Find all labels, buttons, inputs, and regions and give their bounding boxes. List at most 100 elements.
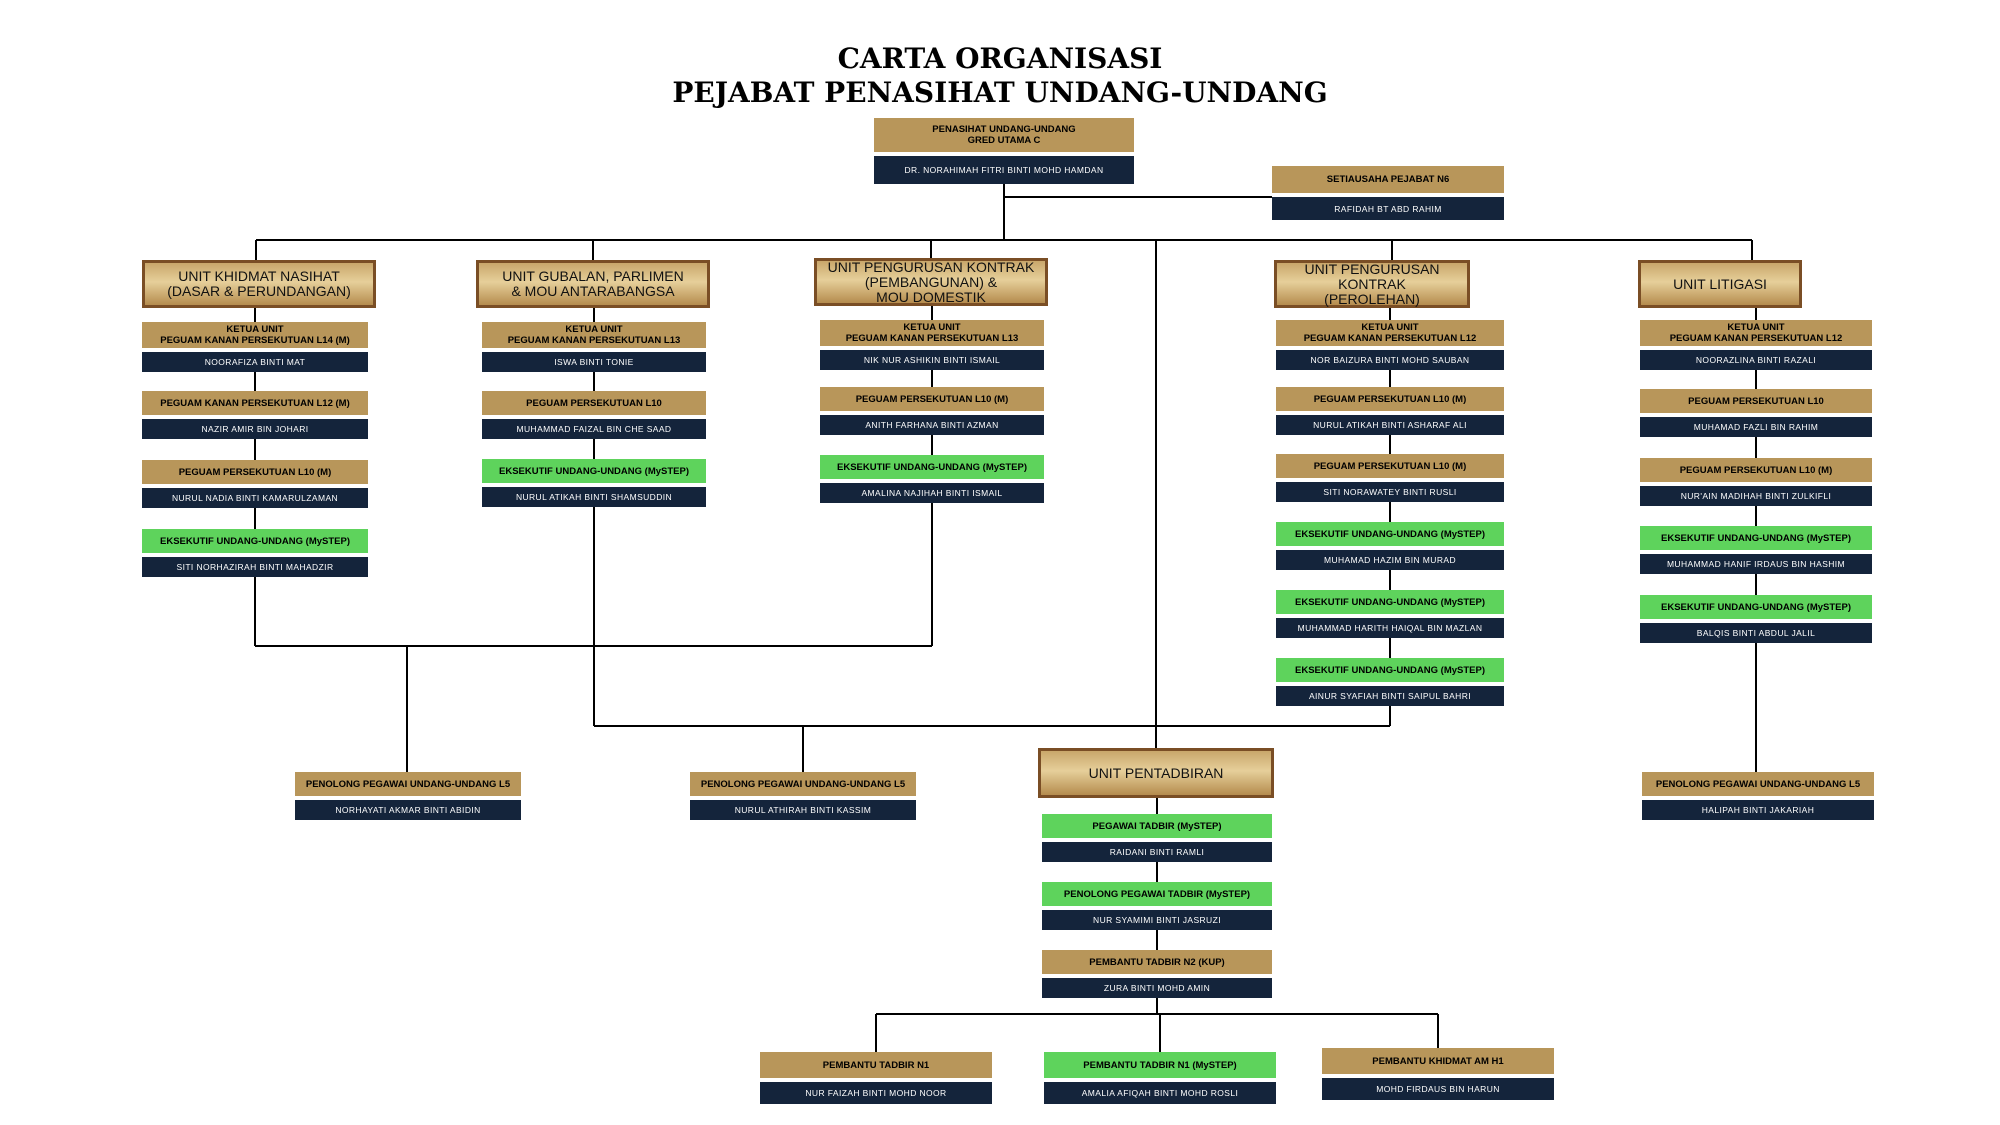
member-kontrak-perolehan-2: PEGUAM PERSEKUTUAN L10 (M) SITI NORAWATEY… xyxy=(1276,454,1504,502)
member-gubalan-parlimen-0-role-line: PEGUAM KANAN PERSEKUTUAN L13 xyxy=(507,335,681,346)
admin-bottom-1-name: AMALIA AFIQAH BINTI MOHD ROSLI xyxy=(1044,1082,1276,1104)
unit-kontrak-perolehan-header: UNIT PENGURUSAN KONTRAK(PEROLEHAN) xyxy=(1274,260,1470,308)
admin-bottom-2: PEMBANTU KHIDMAT AM H1 MOHD FIRDAUS BIN H… xyxy=(1322,1048,1554,1100)
member-litigasi-4-role: EKSEKUTIF UNDANG-UNDANG (MySTEP) xyxy=(1640,595,1872,619)
assistant-0: PENOLONG PEGAWAI UNDANG-UNDANG L5 NORHAYA… xyxy=(295,772,521,820)
member-litigasi-4-name: BALQIS BINTI ABDUL JALIL xyxy=(1640,623,1872,643)
member-kontrak-perolehan-5-role-line: EKSEKUTIF UNDANG-UNDANG (MySTEP) xyxy=(1295,664,1485,676)
admin-bottom-1-role: PEMBANTU TADBIR N1 (MySTEP) xyxy=(1044,1052,1276,1078)
member-kontrak-perolehan-0-name: NOR BAIZURA BINTI MOHD SAUBAN xyxy=(1276,350,1504,370)
member-litigasi-1-role-line: PEGUAM PERSEKUTUAN L10 xyxy=(1688,395,1824,407)
member-kontrak-perolehan-4-role: EKSEKUTIF UNDANG-UNDANG (MySTEP) xyxy=(1276,590,1504,614)
member-litigasi-0-name: NOORAZLINA BINTI RAZALI xyxy=(1640,350,1872,370)
unit-title-line: UNIT PENGURUSAN KONTRAK xyxy=(1304,260,1440,292)
member-gubalan-parlimen-1-role: PEGUAM PERSEKUTUAN L10 xyxy=(482,391,706,415)
assistant-2-name: HALIPAH BINTI JAKARIAH xyxy=(1642,800,1874,820)
member-litigasi-1-name: MUHAMAD FAZLI BIN RAHIM xyxy=(1640,417,1872,437)
member-kontrak-perolehan-0-role-line: KETUA UNIT xyxy=(1361,322,1419,333)
member-gubalan-parlimen-0-role-line: KETUA UNIT xyxy=(565,324,623,335)
member-kontrak-perolehan-3-role: EKSEKUTIF UNDANG-UNDANG (MySTEP) xyxy=(1276,522,1504,546)
member-gubalan-parlimen-1-name: MUHAMMAD FAIZAL BIN CHE SAAD xyxy=(482,419,706,439)
unit-pentadbiran-header: UNIT PENTADBIRAN xyxy=(1038,748,1274,798)
member-kontrak-perolehan-4-name: MUHAMMAD HARITH HAIQAL BIN MAZLAN xyxy=(1276,618,1504,638)
admin-member-0-name: RAIDANI BINTI RAMLI xyxy=(1042,842,1272,862)
member-litigasi-2-role: PEGUAM PERSEKUTUAN L10 (M) xyxy=(1640,458,1872,482)
member-kontrak-perolehan-4-role-line: EKSEKUTIF UNDANG-UNDANG (MySTEP) xyxy=(1295,596,1485,608)
member-kontrak-perolehan-5: EKSEKUTIF UNDANG-UNDANG (MySTEP) AINUR SY… xyxy=(1276,658,1504,706)
chart-title-line1: CARTA ORGANISASI xyxy=(837,42,1163,75)
admin-member-2-role: PEMBANTU TADBIR N2 (KUP) xyxy=(1042,950,1272,974)
member-khidmat-nasihat-0-role-line: KETUA UNIT xyxy=(226,324,284,335)
member-kontrak-pembangunan-2: EKSEKUTIF UNDANG-UNDANG (MySTEP)AMALINA … xyxy=(820,455,1044,503)
member-kontrak-pembangunan-0-role-line: PEGUAM KANAN PERSEKUTUAN L13 xyxy=(845,333,1019,344)
unit-title-line: UNIT GUBALAN, PARLIMEN xyxy=(502,268,684,284)
admin-bottom-0-name: NUR FAIZAH BINTI MOHD NOOR xyxy=(760,1082,992,1104)
assistant-1-name: NURUL ATHIRAH BINTI KASSIM xyxy=(690,800,916,820)
unit-gubalan-parlimen-header: UNIT GUBALAN, PARLIMEN& MOU ANTARABANGSA xyxy=(476,260,710,308)
member-khidmat-nasihat-3-role-line: EKSEKUTIF UNDANG-UNDANG (MySTEP) xyxy=(160,535,350,547)
admin-bottom-2-role: PEMBANTU KHIDMAT AM H1 xyxy=(1322,1048,1554,1074)
admin-bottom-0-role: PEMBANTU TADBIR N1 xyxy=(760,1052,992,1078)
unit-title-line: & MOU ANTARABANGSA xyxy=(511,283,675,299)
member-kontrak-pembangunan-1-name: ANITH FARHANA BINTI AZMAN xyxy=(820,415,1044,435)
member-khidmat-nasihat-2: PEGUAM PERSEKUTUAN L10 (M)NURUL NADIA BI… xyxy=(142,460,368,508)
member-litigasi-1-role: PEGUAM PERSEKUTUAN L10 xyxy=(1640,389,1872,413)
member-kontrak-pembangunan-0-role-line: KETUA UNIT xyxy=(903,322,961,333)
admin-bottom-0: PEMBANTU TADBIR N1 NUR FAIZAH BINTI MOHD … xyxy=(760,1052,992,1104)
member-kontrak-pembangunan-2-role-line: EKSEKUTIF UNDANG-UNDANG (MySTEP) xyxy=(837,461,1027,473)
admin-bottom-2-name: MOHD FIRDAUS BIN HARUN xyxy=(1322,1078,1554,1100)
member-gubalan-parlimen-2-name: NURUL ATIKAH BINTI SHAMSUDDIN xyxy=(482,487,706,507)
member-kontrak-pembangunan-0-name: NIK NUR ASHIKIN BINTI ISMAIL xyxy=(820,350,1044,370)
unit-title-line: UNIT PENGURUSAN KONTRAK xyxy=(827,258,1035,275)
member-kontrak-perolehan-3: EKSEKUTIF UNDANG-UNDANG (MySTEP) MUHAMAD … xyxy=(1276,522,1504,570)
unit-kontrak-pembangunan-header: UNIT PENGURUSAN KONTRAK(PEMBANGUNAN) &MO… xyxy=(814,258,1048,306)
member-litigasi-4: EKSEKUTIF UNDANG-UNDANG (MySTEP) BALQIS B… xyxy=(1640,595,1872,643)
member-kontrak-pembangunan-1: PEGUAM PERSEKUTUAN L10 (M) ANITH FARHANA … xyxy=(820,387,1044,435)
member-khidmat-nasihat-1-name: NAZIR AMIR BIN JOHARI xyxy=(142,419,368,439)
member-kontrak-perolehan-1: PEGUAM PERSEKUTUAN L10 (M)NURUL ATIKAH B… xyxy=(1276,387,1504,435)
member-gubalan-parlimen-2-role-line: EKSEKUTIF UNDANG-UNDANG (MySTEP) xyxy=(499,465,689,477)
member-kontrak-perolehan-2-role-line: PEGUAM PERSEKUTUAN L10 (M) xyxy=(1313,460,1467,472)
member-kontrak-perolehan-3-name: MUHAMAD HAZIM BIN MURAD xyxy=(1276,550,1504,570)
member-litigasi-2-role-line: PEGUAM PERSEKUTUAN L10 (M) xyxy=(1679,464,1833,476)
chart-title-line2: PEJABAT PENASIHAT UNDANG-UNDANG xyxy=(672,76,1328,109)
unit-khidmat-nasihat-header: UNIT KHIDMAT NASIHAT(DASAR & PERUNDANGAN… xyxy=(142,260,376,308)
member-kontrak-perolehan-4: EKSEKUTIF UNDANG-UNDANG (MySTEP) MUHAMMAD… xyxy=(1276,590,1504,638)
secretary-name: RAFIDAH BT ABD RAHIM xyxy=(1272,197,1504,220)
chart-title: CARTA ORGANISASI PEJABAT PENASIHAT UNDAN… xyxy=(0,42,2000,110)
member-gubalan-parlimen-2: EKSEKUTIF UNDANG-UNDANG (MySTEP) NURUL AT… xyxy=(482,459,706,507)
member-litigasi-0-role-line: KETUA UNIT xyxy=(1727,322,1785,333)
assistant-0-role: PENOLONG PEGAWAI UNDANG-UNDANG L5 xyxy=(295,772,521,796)
member-kontrak-pembangunan-1-role-line: PEGUAM PERSEKUTUAN L10 (M) xyxy=(855,393,1009,405)
unit-litigasi-header: UNIT LITIGASI xyxy=(1638,260,1802,308)
admin-member-2: PEMBANTU TADBIR N2 (KUP)ZURA BINTI MOHD … xyxy=(1042,950,1272,998)
member-kontrak-perolehan-1-role: PEGUAM PERSEKUTUAN L10 (M) xyxy=(1276,387,1504,411)
member-litigasi-3-name: MUHAMMAD HANIF IRDAUS BIN HASHIM xyxy=(1640,554,1872,574)
member-kontrak-perolehan-5-name: AINUR SYAFIAH BINTI SAIPUL BAHRI xyxy=(1276,686,1504,706)
member-khidmat-nasihat-2-name: NURUL NADIA BINTI KAMARULZAMAN xyxy=(142,488,368,508)
member-kontrak-perolehan-0-role-line: PEGUAM KANAN PERSEKUTUAN L12 xyxy=(1303,333,1477,344)
unit-title-line: (DASAR & PERUNDANGAN) xyxy=(167,283,351,299)
member-kontrak-perolehan-2-name: SITI NORAWATEY BINTI RUSLI xyxy=(1276,482,1504,502)
head-box: PENASIHAT UNDANG-UNDANG GRED UTAMA C DR.… xyxy=(874,118,1134,184)
admin-member-0: PEGAWAI TADBIR (MySTEP)RAIDANI BINTI RAM… xyxy=(1042,814,1272,862)
member-khidmat-nasihat-3: EKSEKUTIF UNDANG-UNDANG (MySTEP)SITI NOR… xyxy=(142,529,368,577)
assistant-0-name: NORHAYATI AKMAR BINTI ABIDIN xyxy=(295,800,521,820)
member-gubalan-parlimen-2-role: EKSEKUTIF UNDANG-UNDANG (MySTEP) xyxy=(482,459,706,483)
member-gubalan-parlimen-1-role-line: PEGUAM PERSEKUTUAN L10 xyxy=(526,397,662,409)
head-role-line2: GRED UTAMA C xyxy=(967,135,1041,146)
member-kontrak-perolehan-3-role-line: EKSEKUTIF UNDANG-UNDANG (MySTEP) xyxy=(1295,528,1485,540)
unit-title-line: UNIT LITIGASI xyxy=(1673,275,1767,292)
member-khidmat-nasihat-0-role-line: PEGUAM KANAN PERSEKUTUAN L14 (M) xyxy=(160,335,350,346)
admin-member-1-name: NUR SYAMIMI BINTI JASRUZI xyxy=(1042,910,1272,930)
member-khidmat-nasihat-1-role: PEGUAM KANAN PERSEKUTUAN L12 (M) xyxy=(142,391,368,415)
member-litigasi-3-role: EKSEKUTIF UNDANG-UNDANG (MySTEP) xyxy=(1640,526,1872,550)
